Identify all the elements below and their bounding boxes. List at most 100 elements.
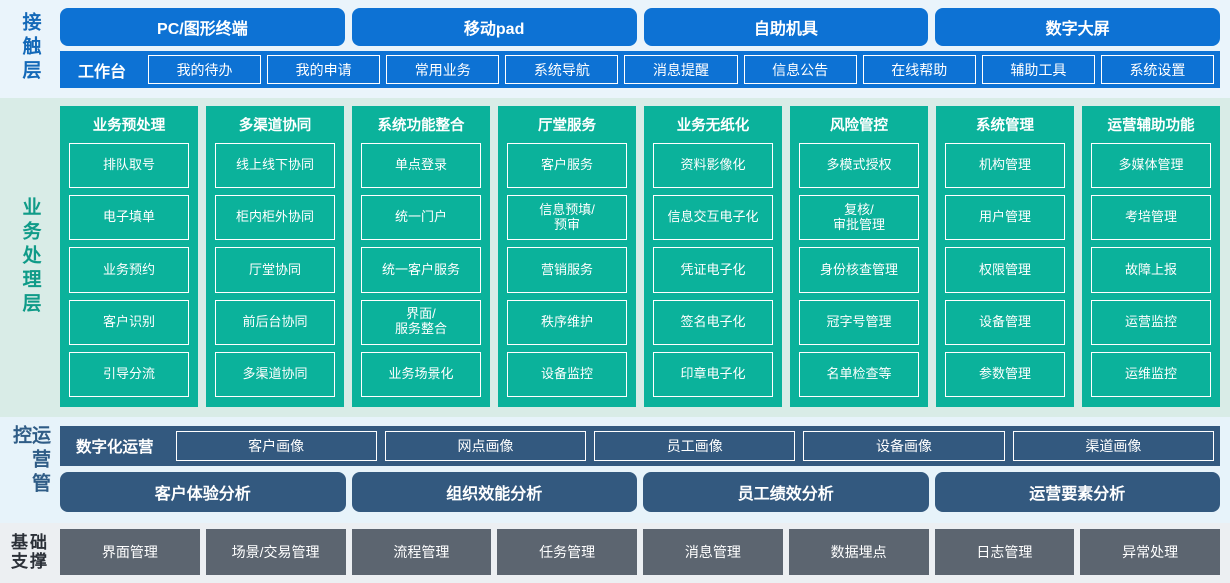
channel-chip[interactable]: PC/图形终端 [60,8,345,47]
workbench-item[interactable]: 消息提醒 [624,55,738,85]
business-item[interactable]: 多媒体管理 [1091,143,1211,189]
workbench-item[interactable]: 信息公告 [743,55,857,85]
business-item[interactable]: 营销服务 [507,247,627,293]
business-item[interactable]: 统一门户 [361,195,481,241]
business-column-title: 运营辅助功能 [1107,118,1195,134]
business-column-title: 系统功能整合 [377,118,465,134]
business-item[interactable]: 印章电子化 [653,351,773,398]
analysis-chip[interactable]: 组织效能分析 [351,472,637,512]
layer-operations-label: 运营管控 [0,425,60,513]
business-item[interactable]: 用户管理 [945,195,1065,241]
business-item[interactable]: 客户识别 [69,299,189,345]
business-item[interactable]: 名单检查等 [799,351,919,398]
business-item[interactable]: 运营监控 [1091,299,1211,345]
workbench-item[interactable]: 我的申请 [267,55,381,85]
portrait-chip[interactable]: 渠道画像 [1012,431,1214,461]
business-item[interactable]: 参数管理 [945,351,1065,398]
analysis-chip[interactable]: 客户体验分析 [60,472,346,512]
business-item[interactable]: 前后台协同 [215,299,335,345]
business-item[interactable]: 故障上报 [1091,247,1211,293]
business-column: 业务预处理排队取号电子填单业务预约客户识别引导分流 [60,106,198,407]
business-item[interactable]: 机构管理 [945,143,1065,189]
business-item[interactable]: 权限管理 [945,247,1065,293]
business-item[interactable]: 厅堂协同 [215,247,335,293]
business-item[interactable]: 界面/服务整合 [361,299,481,345]
workbench-item[interactable]: 辅助工具 [981,55,1095,85]
business-item[interactable]: 线上线下协同 [215,143,335,189]
business-item[interactable]: 业务预约 [69,247,189,293]
workbench-item[interactable]: 系统导航 [505,55,619,85]
business-column-title: 业务预处理 [92,118,166,134]
business-column: 系统管理机构管理用户管理权限管理设备管理参数管理 [936,106,1074,407]
business-item[interactable]: 复核/审批管理 [799,195,919,241]
channel-chip[interactable]: 自助机具 [643,8,929,47]
business-column-title: 多渠道协同 [238,118,312,134]
workbench-item[interactable]: 常用业务 [386,55,500,85]
foundation-chip[interactable]: 消息管理 [643,529,783,575]
workbench-items: 我的待办我的申请常用业务系统导航消息提醒信息公告在线帮助辅助工具系统设置 [148,55,1214,85]
business-item[interactable]: 电子填单 [69,195,189,241]
analysis-chip[interactable]: 运营要素分析 [934,472,1220,512]
portrait-chip[interactable]: 客户画像 [175,431,377,461]
digital-operations-title: 数字化运营 [76,439,154,456]
business-item[interactable]: 身份核查管理 [799,247,919,293]
portrait-chip[interactable]: 员工画像 [594,431,796,461]
workbench-item[interactable]: 系统设置 [1100,55,1214,85]
layer-foundation-body: 界面管理场景/交易管理流程管理任务管理消息管理数据埋点日志管理异常处理 [60,529,1220,575]
channel-chip[interactable]: 移动pad [351,8,637,47]
workbench-item[interactable]: 我的待办 [148,55,262,85]
business-item[interactable]: 凭证电子化 [653,247,773,293]
foundation-items: 界面管理场景/交易管理流程管理任务管理消息管理数据埋点日志管理异常处理 [60,529,1220,575]
business-item[interactable]: 客户服务 [507,143,627,189]
business-item[interactable]: 多渠道协同 [215,351,335,398]
business-item[interactable]: 统一客户服务 [361,247,481,293]
business-item[interactable]: 设备监控 [507,351,627,398]
foundation-chip[interactable]: 任务管理 [497,529,637,575]
business-item[interactable]: 业务场景化 [361,351,481,398]
layer-business-body: 业务预处理排队取号电子填单业务预约客户识别引导分流多渠道协同线上线下协同柜内柜外… [60,106,1220,407]
channel-chip[interactable]: 数字大屏 [935,8,1220,47]
layer-operations: 运营管控 数字化运营 客户画像网点画像员工画像设备画像渠道画像 客户体验分析组织… [0,417,1230,523]
business-column: 运营辅助功能多媒体管理考培管理故障上报运营监控运维监控 [1082,106,1220,407]
business-column-title: 风险管控 [830,118,888,134]
business-item[interactable]: 秩序维护 [507,299,627,345]
workbench-item[interactable]: 在线帮助 [862,55,976,85]
business-item[interactable]: 排队取号 [69,143,189,189]
business-item[interactable]: 运维监控 [1091,351,1211,398]
foundation-chip[interactable]: 场景/交易管理 [205,529,346,575]
foundation-chip[interactable]: 数据埋点 [788,529,929,575]
layer-business-label-text: 业务处理层 [19,196,41,317]
business-item[interactable]: 单点登录 [361,143,481,189]
portrait-chip[interactable]: 网点画像 [384,431,587,461]
foundation-chip[interactable]: 日志管理 [934,529,1075,575]
business-item[interactable]: 信息预填/预审 [507,195,627,241]
workbench-row: 工作台 我的待办我的申请常用业务系统导航消息提醒信息公告在线帮助辅助工具系统设置 [60,51,1220,88]
foundation-chip[interactable]: 流程管理 [351,529,492,575]
layer-foundation-label-line1: 基础 [11,532,49,552]
business-item[interactable]: 冠字号管理 [799,299,919,345]
layer-foundation-label: 基础 支撑 [0,529,60,575]
analysis-chip[interactable]: 员工绩效分析 [643,472,929,512]
business-column: 系统功能整合单点登录统一门户统一客户服务界面/服务整合业务场景化 [352,106,490,407]
business-column: 业务无纸化资料影像化信息交互电子化凭证电子化签名电子化印章电子化 [644,106,782,407]
business-item[interactable]: 引导分流 [69,351,189,398]
business-item[interactable]: 设备管理 [945,299,1065,345]
foundation-chip[interactable]: 界面管理 [60,529,200,575]
portrait-chip[interactable]: 设备画像 [803,431,1005,461]
business-column-title: 厅堂服务 [538,118,596,134]
business-column: 厅堂服务客户服务信息预填/预审营销服务秩序维护设备监控 [498,106,636,407]
foundation-chip[interactable]: 异常处理 [1080,529,1220,575]
business-item[interactable]: 信息交互电子化 [653,195,773,241]
business-item[interactable]: 考培管理 [1091,195,1211,241]
workbench-title: 工作台 [78,63,127,81]
layer-contact-label-text: 接触层 [19,12,41,84]
business-column-title: 业务无纸化 [676,118,750,134]
business-item[interactable]: 签名电子化 [653,299,773,345]
business-item[interactable]: 多模式授权 [799,143,919,189]
business-item[interactable]: 柜内柜外协同 [215,195,335,241]
business-column: 多渠道协同线上线下协同柜内柜外协同厅堂协同前后台协同多渠道协同 [206,106,344,407]
business-item[interactable]: 资料影像化 [653,143,773,189]
